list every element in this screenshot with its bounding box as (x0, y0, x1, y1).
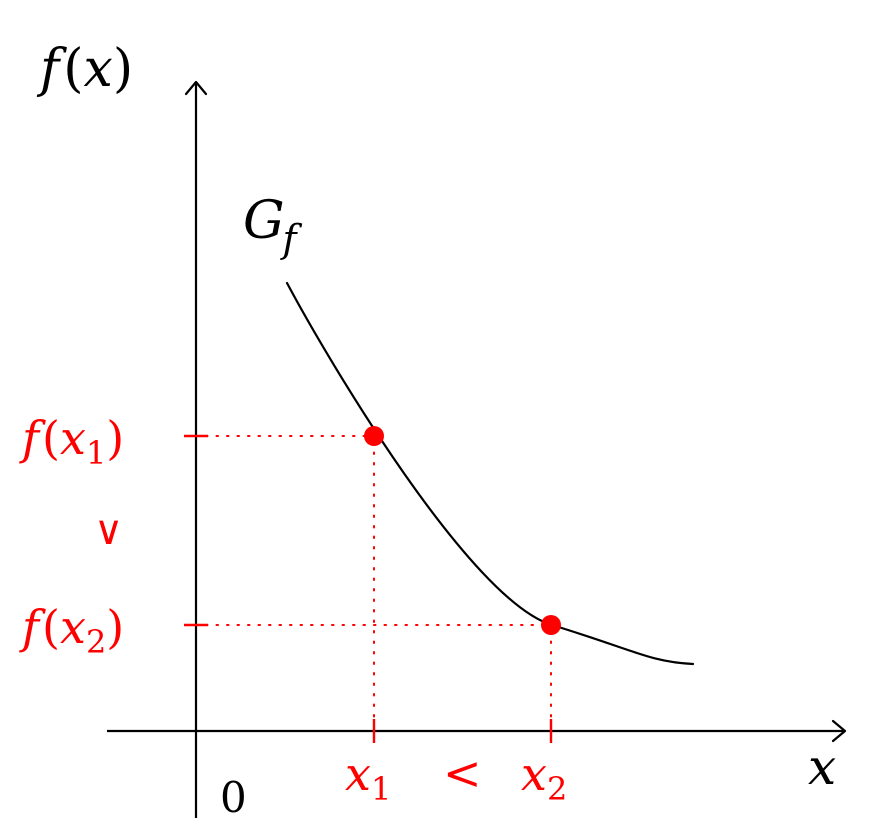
fx2-label: f(x2) (19, 600, 124, 661)
x-axis-arrowhead (831, 719, 847, 743)
function-curve (285, 281, 695, 666)
x1-label: x1 (345, 747, 391, 808)
guide-lines (205, 435, 552, 721)
tick-marks (184, 434, 553, 743)
origin-label: 0 (220, 773, 247, 822)
greater-than-vee: ∨ (94, 508, 123, 554)
y-axis-label: f(x) (36, 39, 133, 99)
fx1-label: f(x1) (19, 411, 124, 472)
x2-label: x2 (521, 747, 567, 808)
point-x1 (364, 426, 384, 446)
graph-label: Gf (243, 191, 303, 261)
x-axis-label: x (808, 738, 836, 796)
point-x2 (541, 615, 561, 635)
y-axis-arrowhead (184, 80, 208, 96)
axes (107, 80, 847, 818)
less-than-sign: < (443, 746, 482, 800)
